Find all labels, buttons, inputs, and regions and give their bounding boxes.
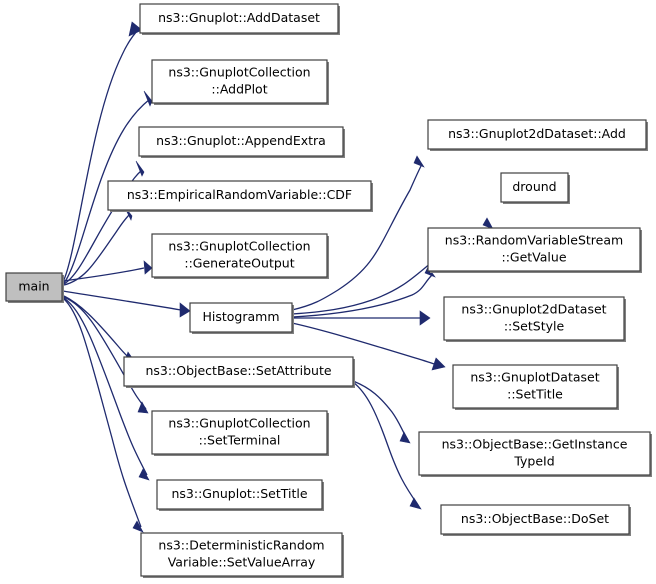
node-dataset-set-title[interactable]: ns3::GnuplotDataset::SetTitle <box>452 364 619 410</box>
arrowhead-set-terminal <box>137 401 149 414</box>
node-set-style[interactable]: ns3::Gnuplot2dDataset::SetStyle <box>443 296 626 342</box>
node-label-dround: dround <box>512 179 556 194</box>
node-box-set-attribute[interactable] <box>123 356 354 387</box>
arrowhead-set-value-array <box>132 520 144 533</box>
node-box-generate-output[interactable] <box>151 233 328 278</box>
node-label-generate-output-line2: ::GenerateOutput <box>184 256 294 271</box>
node-box-histogramm[interactable] <box>189 302 293 333</box>
call-edge-main-to-generate-output <box>62 267 145 282</box>
node-get-value[interactable]: ns3::RandomVariableStream::GetValue <box>427 227 642 273</box>
node-box-get-value[interactable] <box>427 227 641 272</box>
node-generate-output[interactable]: ns3::GnuplotCollection::GenerateOutput <box>151 233 329 279</box>
node-box-set-style[interactable] <box>443 296 625 341</box>
node-label-cdf: ns3::EmpiricalRandomVariable::CDF <box>127 187 352 202</box>
node-box-cdf[interactable] <box>107 180 372 211</box>
arrowhead-append-extra <box>135 160 145 177</box>
node-label-set-attribute: ns3::ObjectBase::SetAttribute <box>145 363 331 378</box>
node-label-set-terminal-line1: ns3::GnuplotCollection <box>168 416 310 431</box>
call-edge-main-to-add-plot <box>63 98 151 284</box>
node-box-add-plot[interactable] <box>151 59 328 104</box>
node-add-plot[interactable]: ns3::GnuplotCollection::AddPlot <box>151 59 329 105</box>
node-box-dataset-add[interactable] <box>427 119 647 150</box>
node-box-get-instance-type-id[interactable] <box>418 431 651 476</box>
node-label-set-title: ns3::Gnuplot::SetTitle <box>171 486 307 501</box>
node-label-set-terminal-line2: ::SetTerminal <box>199 433 281 448</box>
arrowhead-dataset-add <box>413 155 425 168</box>
node-dround[interactable]: dround <box>500 172 570 204</box>
arrowhead-set-title <box>138 468 150 481</box>
node-label-set-style-line2: ::SetStyle <box>504 319 565 334</box>
node-label-generate-output-line1: ns3::GnuplotCollection <box>168 239 310 254</box>
node-cdf[interactable]: ns3::EmpiricalRandomVariable::CDF <box>107 180 373 212</box>
node-box-do-set[interactable] <box>440 504 630 535</box>
node-label-append-extra: ns3::Gnuplot::AppendExtra <box>156 133 326 148</box>
node-label-histogramm: Histogramm <box>202 309 279 324</box>
call-edge-main-to-set-attribute <box>63 295 132 361</box>
node-label-get-value-line1: ns3::RandomVariableStream <box>445 233 623 248</box>
call-edge-main-to-set-title <box>63 297 148 476</box>
node-label-add-plot-line1: ns3::GnuplotCollection <box>168 65 310 80</box>
arrowhead-do-set <box>409 497 422 510</box>
node-box-add-dataset[interactable] <box>139 3 339 34</box>
node-label-set-value-array-line1: ns3::DeterministicRandom <box>158 538 324 553</box>
node-box-set-value-array[interactable] <box>140 532 343 577</box>
arrowhead-dataset-set-title <box>431 357 446 371</box>
call-edge-main-to-set-value-array <box>63 298 142 528</box>
node-box-dround[interactable] <box>500 172 569 203</box>
node-box-set-terminal[interactable] <box>151 410 328 455</box>
call-edge-histogramm-to-get-value <box>291 274 433 318</box>
node-label-main: main <box>18 279 49 294</box>
node-label-get-value-line2: ::GetValue <box>501 250 566 265</box>
arrowhead-add-dataset <box>128 21 143 37</box>
call-edge-set-attribute-to-do-set <box>352 381 419 506</box>
arrowhead-dround <box>482 217 494 230</box>
node-do-set[interactable]: ns3::ObjectBase::DoSet <box>440 504 631 536</box>
node-label-get-instance-type-id-line1: ns3::ObjectBase::GetInstance <box>442 437 628 452</box>
arrowhead-get-instance-type-id <box>399 431 411 444</box>
call-edge-main-to-add-dataset <box>62 28 140 283</box>
node-set-terminal[interactable]: ns3::GnuplotCollection::SetTerminal <box>151 410 329 456</box>
node-label-set-style-line1: ns3::Gnuplot2dDataset <box>461 302 606 317</box>
arrowhead-histogramm <box>179 302 191 318</box>
node-set-value-array[interactable]: ns3::DeterministicRandomVariable::SetVal… <box>140 532 344 578</box>
node-label-add-plot-line2: ::AddPlot <box>211 82 267 97</box>
node-main[interactable]: main <box>5 272 64 303</box>
node-box-set-title[interactable] <box>156 479 323 510</box>
node-histogramm[interactable]: Histogramm <box>189 302 294 334</box>
edges-layer <box>62 21 494 533</box>
node-label-dataset-set-title-line1: ns3::GnuplotDataset <box>470 370 599 385</box>
node-set-title[interactable]: ns3::Gnuplot::SetTitle <box>156 479 324 511</box>
node-label-dataset-add: ns3::Gnuplot2dDataset::Add <box>448 126 626 141</box>
nodes-layer: main ns3::Gnuplot::AddDatasetns3::Gnuplot… <box>5 3 652 578</box>
node-box-main[interactable] <box>5 272 63 302</box>
node-label-set-value-array-line2: Variable::SetValueArray <box>168 555 316 570</box>
node-add-dataset[interactable]: ns3::Gnuplot::AddDataset <box>139 3 340 35</box>
node-dataset-add[interactable]: ns3::Gnuplot2dDataset::Add <box>427 119 648 151</box>
arrowhead-set-style <box>419 310 431 326</box>
arrowhead-generate-output <box>143 260 153 275</box>
node-set-attribute[interactable]: ns3::ObjectBase::SetAttribute <box>123 356 355 388</box>
node-label-do-set: ns3::ObjectBase::DoSet <box>461 511 609 526</box>
call-edge-main-to-histogramm <box>62 290 182 311</box>
node-label-dataset-set-title-line2: ::SetTitle <box>507 387 563 402</box>
arrowhead-add-plot <box>143 90 153 107</box>
call-edge-set-attribute-to-get-instance-type-id <box>352 380 409 441</box>
node-box-append-extra[interactable] <box>138 126 344 157</box>
node-label-add-dataset: ns3::Gnuplot::AddDataset <box>158 10 320 25</box>
node-label-get-instance-type-id-line2: TypeId <box>513 454 554 469</box>
call-edge-histogramm-to-dataset-add <box>291 165 422 311</box>
call-edge-main-to-set-terminal <box>63 296 147 410</box>
node-box-dataset-set-title[interactable] <box>452 364 618 409</box>
call-edge-histogramm-to-dataset-set-title <box>291 322 438 366</box>
node-append-extra[interactable]: ns3::Gnuplot::AppendExtra <box>138 126 345 158</box>
